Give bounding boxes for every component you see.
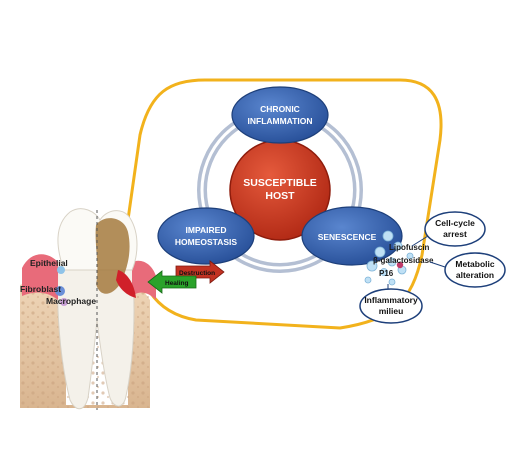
label-macrophage: Macrophage [46, 296, 96, 306]
callout-outline [116, 78, 443, 330]
marker-beta-galactosidase: β-galactosidase [373, 256, 434, 265]
senescence-label: SENESCENCE [318, 232, 377, 242]
gingiva [22, 254, 58, 300]
label-epithelial: Epithelial [30, 258, 68, 268]
metabolic-line2: alteration [456, 270, 494, 280]
marker-lipofuscin: Lipofuscin [389, 243, 430, 252]
chronic-inflammation-node [231, 86, 329, 144]
inflammatory-line2: milieu [379, 306, 404, 316]
healing-arrow [147, 270, 197, 294]
cell-cycle-arrest-bubble [424, 211, 486, 247]
label-fibroblast: Fibroblast [20, 284, 61, 294]
metabolic-line1: Metabolic [455, 259, 494, 269]
impaired-homeostasis-node [157, 207, 255, 265]
senescent-cell-cluster [364, 230, 414, 286]
marker-p16: P16 [379, 269, 394, 278]
tooth-illustration [20, 208, 156, 410]
metabolic-alteration-bubble [444, 252, 506, 288]
epithelial-cell [57, 266, 65, 274]
fibroblast-cell [55, 286, 65, 296]
cell-cycle-line2: arrest [443, 229, 467, 239]
inflamed-pocket [116, 270, 136, 298]
chronic-line1: CHRONIC [260, 104, 300, 114]
macrophage-cell [60, 298, 68, 306]
center-line1: SUSCEPTIBLE [243, 177, 317, 189]
center-line2: HOST [265, 190, 295, 202]
healing-label: Healing [165, 280, 189, 287]
destruction-label: Destruction [179, 270, 215, 277]
impaired-line1: IMPAIRED [186, 225, 227, 235]
inflammatory-milieu-bubble [359, 288, 423, 324]
impaired-line2: HOMEOSTASIS [175, 237, 238, 247]
balance-arrows: Destruction Healing [147, 260, 225, 294]
cell-cycle-line1: Cell-cycle [435, 218, 475, 228]
chronic-line2: INFLAMMATION [248, 116, 313, 126]
inflammatory-line1: Inflammatory [364, 295, 418, 305]
